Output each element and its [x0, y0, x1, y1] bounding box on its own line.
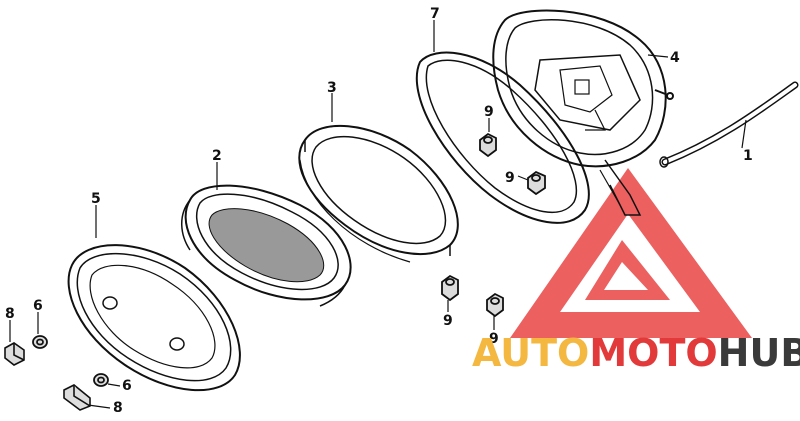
- air-cleaner-cover: [67, 244, 241, 392]
- watermark-auto: AUTO: [472, 331, 589, 375]
- callout-6-upper: 6: [33, 298, 43, 314]
- watermark-logo: [510, 168, 752, 338]
- air-cleaner-case: [492, 9, 674, 216]
- callout-9-mid: 9: [505, 170, 515, 186]
- leader-lines: [9, 20, 747, 409]
- callout-8-upper: 8: [5, 306, 15, 322]
- callout-3: 3: [327, 80, 337, 96]
- gasket-ring: [415, 51, 590, 224]
- watermark-text: AUTOMOTOHUB: [472, 331, 800, 375]
- paper-filter-element: [181, 184, 352, 307]
- nut-lower-left: [441, 274, 459, 302]
- watermark-hub: HUB: [718, 331, 800, 375]
- callout-7: 7: [430, 6, 440, 22]
- callout-2: 2: [212, 148, 222, 164]
- clip-lower: [63, 384, 91, 411]
- callout-5: 5: [91, 191, 101, 207]
- callout-9-lower-left: 9: [443, 313, 453, 329]
- callout-8-lower: 8: [113, 400, 123, 416]
- breather-tube: [659, 81, 799, 168]
- watermark-moto: MOTO: [589, 331, 717, 375]
- nut-mid: [527, 170, 546, 196]
- washer-lower: [93, 373, 109, 387]
- nut-lower-right: [486, 292, 504, 318]
- callout-1: 1: [743, 148, 753, 164]
- foam-pre-cleaner: [298, 124, 459, 263]
- nut-upper: [479, 132, 497, 158]
- callout-9-lower-right: 9: [489, 331, 499, 347]
- callout-6-lower: 6: [122, 378, 132, 394]
- callout-9-upper: 9: [484, 104, 494, 120]
- callout-4: 4: [670, 50, 680, 66]
- clip-upper: [4, 342, 25, 366]
- callout-labels: 7 4 1 3 2 5 9 9 9 9 6 6 8 8: [5, 6, 753, 416]
- washer-upper: [32, 335, 48, 349]
